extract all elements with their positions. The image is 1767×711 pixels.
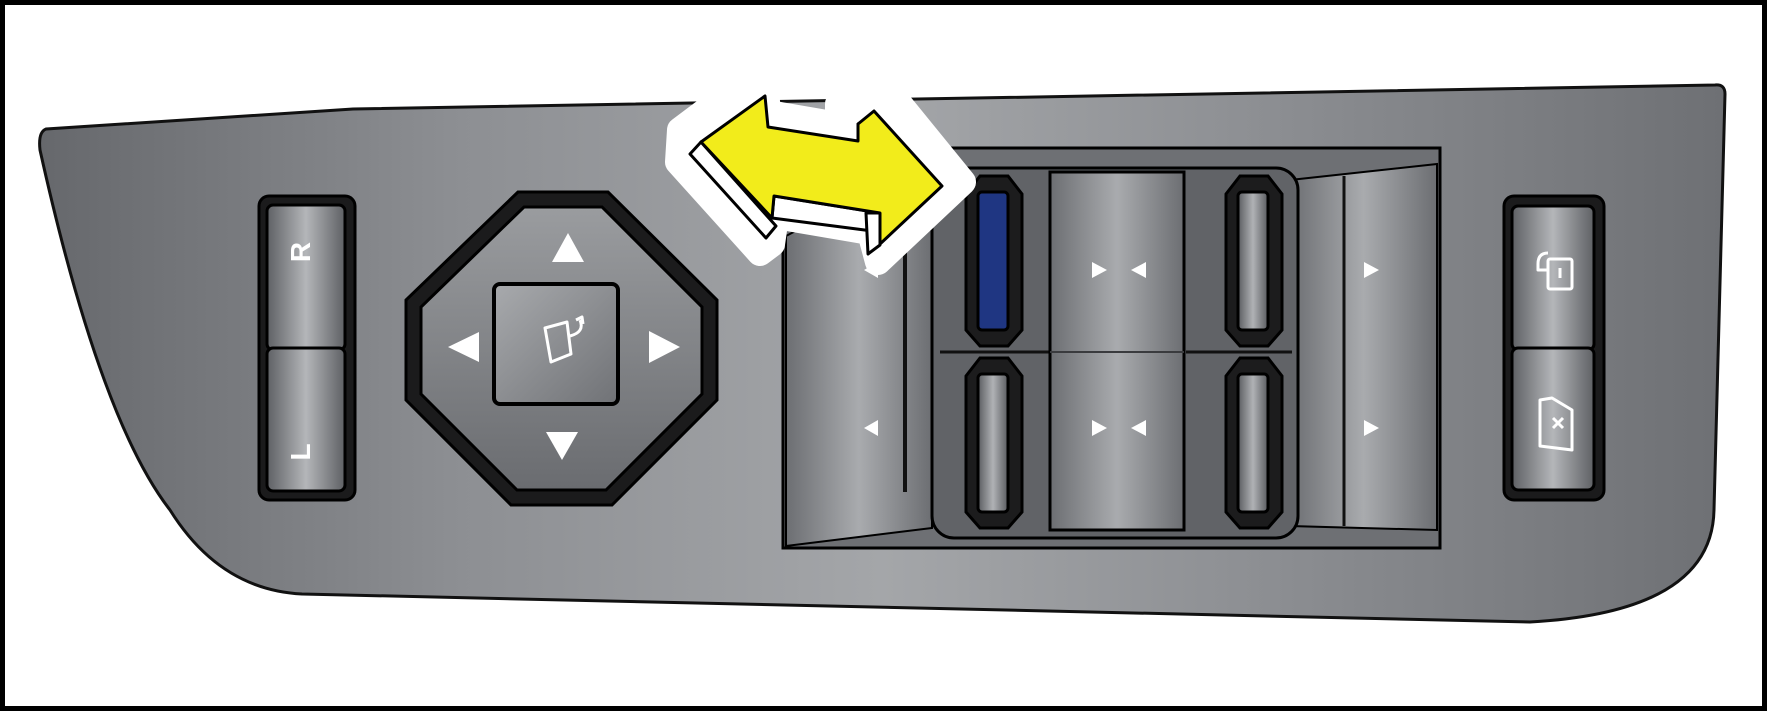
rear-left-window-arrow[interactable] bbox=[864, 420, 878, 436]
arrow-fill bbox=[699, 94, 944, 246]
mirror-fold-icon bbox=[543, 315, 585, 364]
lock-switch[interactable] bbox=[1502, 194, 1606, 502]
double-headed-arrow-icon bbox=[665, 54, 976, 275]
mirror-left-arrow[interactable] bbox=[448, 332, 479, 362]
window-center-arrow-2[interactable] bbox=[1131, 262, 1146, 278]
padlock-icon bbox=[1536, 251, 1574, 291]
rear-left-window-switch[interactable] bbox=[964, 356, 1024, 530]
mirror-up-arrow[interactable] bbox=[552, 233, 584, 262]
mirror-selector-switch[interactable]: R L bbox=[257, 194, 357, 502]
window-center-arrow-3[interactable] bbox=[1092, 420, 1107, 436]
unlock-button[interactable] bbox=[1510, 204, 1596, 352]
mirror-left-label: L bbox=[285, 443, 316, 460]
mirror-right-label: R bbox=[285, 242, 316, 262]
mirror-left-button[interactable] bbox=[265, 346, 347, 493]
arrow-end-cap bbox=[864, 211, 882, 256]
rear-right-window-switch[interactable] bbox=[1224, 356, 1284, 530]
window-center-arrow-4[interactable] bbox=[1131, 420, 1146, 436]
mirror-fold-button[interactable] bbox=[492, 282, 620, 406]
arrow-depth-shade bbox=[688, 140, 778, 240]
mirror-right-arrow[interactable] bbox=[649, 331, 680, 363]
mirror-down-arrow[interactable] bbox=[546, 432, 578, 460]
mirror-right-button[interactable] bbox=[265, 203, 347, 352]
front-right-window-arrow[interactable] bbox=[1364, 262, 1379, 278]
door-lock-icon bbox=[1538, 396, 1574, 452]
front-right-window-switch[interactable] bbox=[1224, 174, 1284, 348]
front-left-window-switch[interactable] bbox=[964, 174, 1024, 348]
window-switch-right-face bbox=[1289, 162, 1438, 532]
mirror-adjust-pad[interactable] bbox=[404, 190, 719, 507]
rear-right-window-arrow[interactable] bbox=[1364, 420, 1379, 436]
window-center-arrow-1[interactable] bbox=[1092, 262, 1107, 278]
active-window-switch-indicator bbox=[976, 190, 1010, 332]
